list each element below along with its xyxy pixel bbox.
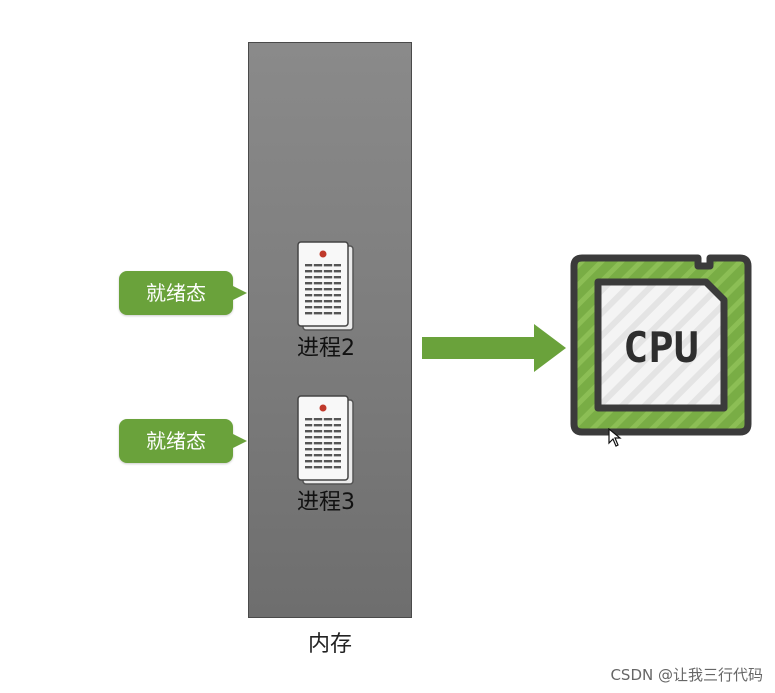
document-icon	[297, 241, 354, 331]
ready-state-tag-process-3: 就绪态	[119, 419, 247, 463]
process-label: 进程2	[297, 336, 355, 361]
cpu-label: CPU	[623, 323, 699, 372]
process-3: 进程3	[276, 394, 376, 516]
right-arrow-icon	[422, 324, 566, 372]
process-label: 进程3	[297, 490, 355, 515]
process-2: 进程2	[276, 240, 376, 362]
ready-state-tag-process-2: 就绪态	[119, 271, 247, 315]
memory-label: 内存	[307, 632, 352, 657]
cpu-chip: CPU	[568, 252, 754, 442]
watermark: CSDN @让我三行代码	[610, 666, 763, 684]
document-icon	[297, 395, 354, 485]
cpu-chip-icon: CPU	[570, 254, 752, 436]
mouse-cursor-icon	[608, 428, 622, 447]
